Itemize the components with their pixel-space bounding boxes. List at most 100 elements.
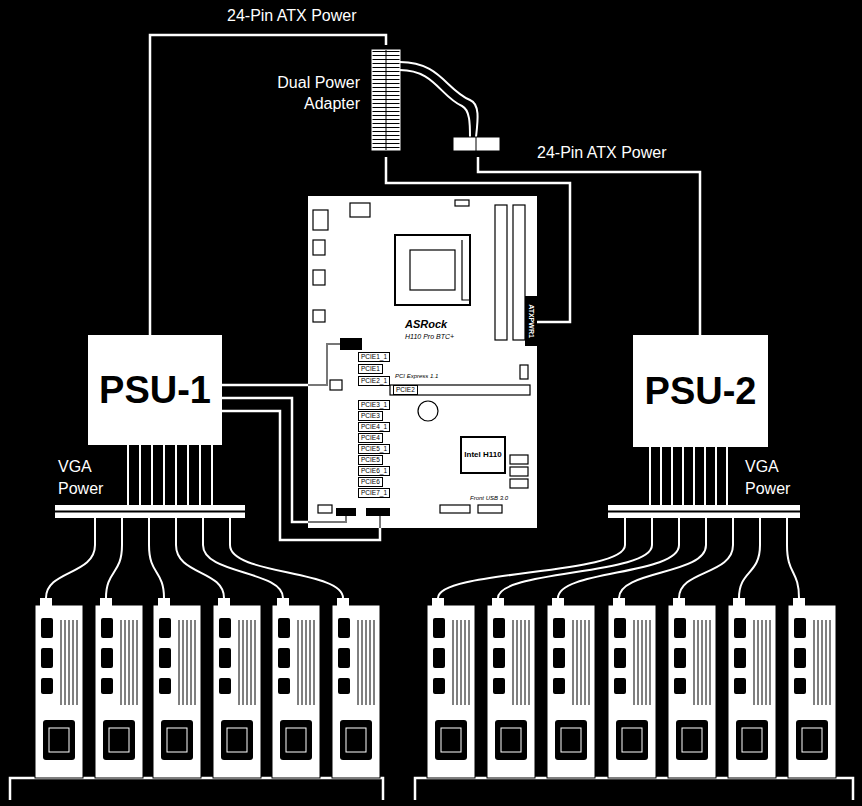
vent-slot [243,620,244,705]
vent-slot [706,620,707,705]
vent-slot [573,620,574,705]
vent-slot [453,620,454,705]
vent-slot [529,620,530,705]
board-connector [313,310,325,322]
board-wire [379,516,381,528]
slot-label: PCIE6 [358,477,383,487]
cpu-lever [462,240,470,300]
psu-cable [127,445,129,505]
psu-cable [682,447,684,505]
dvi-port [435,720,467,760]
vga-cable [230,518,343,598]
vent-slot [187,620,188,705]
display-port [734,618,746,638]
vent-slot [251,620,252,705]
graphics-card [427,605,475,778]
display-port [553,648,565,668]
slot-label: PCIE7_1 [358,488,390,498]
vent-slot [830,620,831,705]
vga-cables [46,445,799,598]
dvi-pins [167,728,187,752]
dvi-pins [501,728,521,752]
dvi-port [616,720,648,760]
display-port [41,618,53,638]
cable-label: 24-Pin ATX Power [225,6,359,27]
display-port [159,648,171,668]
vent-slot [129,620,130,705]
adapter-cable [400,70,470,137]
cable-label: 24-Pin ATX Power [535,143,669,164]
sata-port [510,467,528,476]
vent-slot [179,620,180,705]
power-socket [552,598,564,606]
psu-cable [671,447,673,505]
vent-slot [302,620,303,705]
dvi-pins [346,728,366,752]
hdmi-port [101,678,113,694]
vent-slot [183,620,184,705]
slot-label: PCIE3 [358,411,383,421]
slot-label: PCIE4 [358,433,383,443]
graphics-card [213,605,261,778]
dvi-port [280,720,312,760]
vent-slot [61,620,62,705]
vent-slot [634,620,635,705]
hdmi-port [493,678,505,694]
display-port [493,618,505,638]
slot-label: PCIE1_1 [358,352,390,362]
dvi-pins [742,728,762,752]
graphics-card [35,605,83,778]
motherboard: ASRockH110 Pro BTC+ATXPWR1Intel H110 [308,196,537,528]
dvi-port [676,720,708,760]
vent-slot [457,620,458,705]
dvi-pins [682,728,702,752]
vent-slot [702,620,703,705]
psu-cable [211,445,213,505]
psu-cable [175,445,177,505]
dvi-port [103,720,135,760]
vga-cable [46,518,95,598]
vent-slot [255,620,256,705]
dvi-pins [561,728,581,752]
dvi-port [796,720,828,760]
power-cable [222,398,308,522]
power-connector: ATXPWR1 [525,296,537,346]
vent-slot [306,620,307,705]
slot-label: PCIE3_1 [358,400,390,410]
graphics-card [728,605,776,778]
vga-cable [787,518,799,598]
vga-cable [203,518,283,598]
vent-slot [758,620,759,705]
dvi-port [43,720,75,760]
board-connector [520,365,528,379]
display-port [433,618,445,638]
board-connector [330,380,342,390]
vent-slot [762,620,763,705]
vga-cable [149,518,164,598]
vent-slot [577,620,578,705]
vga-cable [558,518,679,598]
psu-cable [139,445,141,505]
vga-power-bar-line [55,511,245,513]
vent-slot [310,620,311,705]
display-port [734,648,746,668]
vent-slot [766,620,767,705]
board-connector [313,240,325,255]
power-cable [150,35,386,335]
power-socket [40,598,52,606]
chipset: Intel H110 [460,436,506,474]
vent-slot [770,620,771,705]
hdmi-port [734,678,746,694]
power-socket [432,598,444,606]
power-socket [793,598,805,606]
node-label: ATXPWR1 [528,304,535,338]
display-port [493,648,505,668]
slot-label: PCIE2_1 [358,376,390,386]
vent-slot [137,620,138,705]
power-connector [366,508,390,516]
board-connector [350,203,370,217]
hdmi-port [794,678,806,694]
hdmi-port [433,678,445,694]
vent-slot [585,620,586,705]
